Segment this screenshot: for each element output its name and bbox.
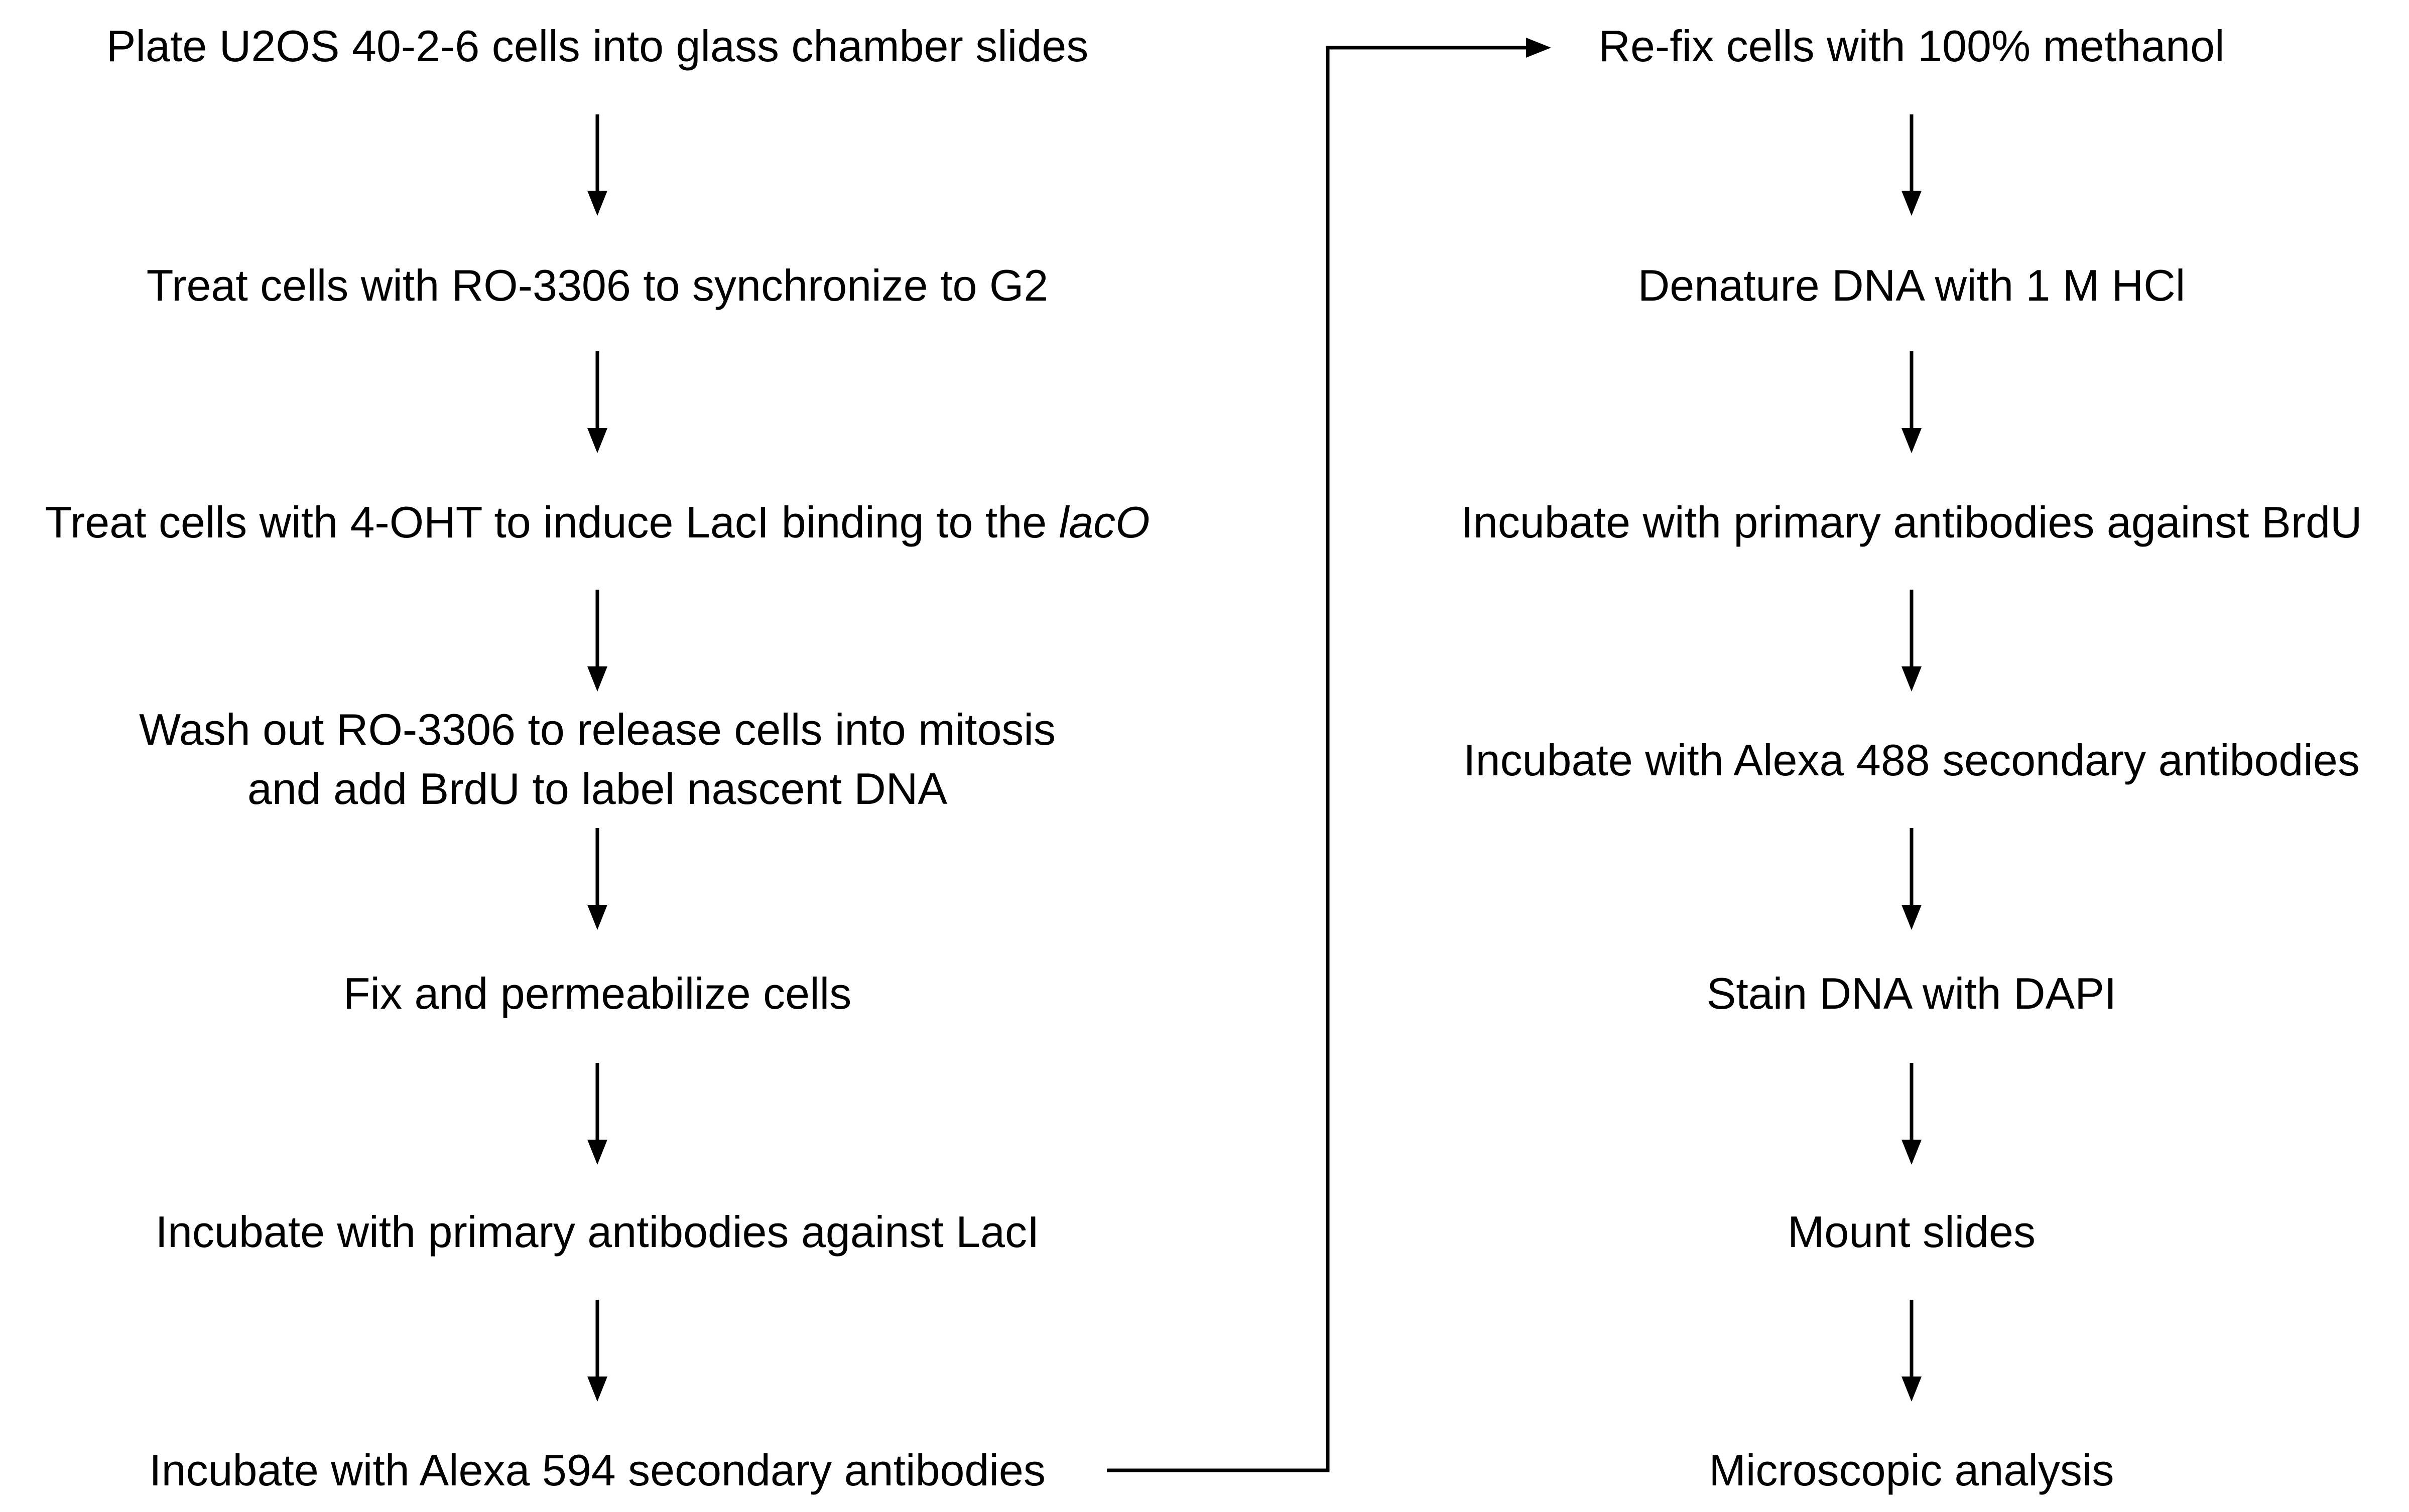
right-step-6: Mount slides (1788, 1207, 2036, 1257)
left-arrow-2 (587, 351, 607, 453)
left-step-4-line-2: and add BrdU to label nascent DNA (247, 764, 947, 813)
column-connector-arrow (1107, 38, 1551, 1472)
left-step-3-italic-term: lacO (1059, 497, 1150, 547)
right-step-2: Denature DNA with 1 M HCl (1638, 260, 2186, 310)
left-step-4-line-1: Wash out RO-3306 to release cells into m… (139, 705, 1056, 754)
right-step-3: Incubate with primary antibodies against… (1461, 497, 2362, 547)
right-arrow-4 (1901, 828, 1922, 930)
right-arrow-5 (1901, 1063, 1922, 1165)
left-step-1: Plate U2OS 40-2-6 cells into glass chamb… (106, 21, 1088, 71)
right-arrow-3 (1901, 590, 1922, 692)
right-arrow-2 (1901, 351, 1922, 453)
left-step-7: Incubate with Alexa 594 secondary antibo… (149, 1445, 1046, 1495)
right-arrow-1 (1901, 114, 1922, 216)
left-arrow-1 (587, 114, 607, 216)
left-arrow-5 (587, 1063, 607, 1165)
right-step-4: Incubate with Alexa 488 secondary antibo… (1463, 735, 2360, 785)
right-step-7: Microscopic analysis (1709, 1445, 2114, 1495)
left-step-2: Treat cells with RO-3306 to synchronize … (147, 260, 1049, 310)
left-step-5: Fix and permeabilize cells (343, 969, 851, 1018)
left-arrow-3 (587, 590, 607, 692)
left-arrow-6 (587, 1300, 607, 1402)
right-step-1: Re-fix cells with 100% methanol (1598, 21, 2224, 71)
left-step-3: Treat cells with 4-OHT to induce LacI bi… (45, 497, 1150, 547)
left-step-6: Incubate with primary antibodies against… (156, 1207, 1040, 1257)
left-step-3-text: Treat cells with 4-OHT to induce LacI bi… (45, 497, 1059, 547)
left-arrow-4 (587, 828, 607, 930)
right-step-5: Stain DNA with DAPI (1707, 969, 2117, 1018)
right-arrow-6 (1901, 1300, 1922, 1402)
